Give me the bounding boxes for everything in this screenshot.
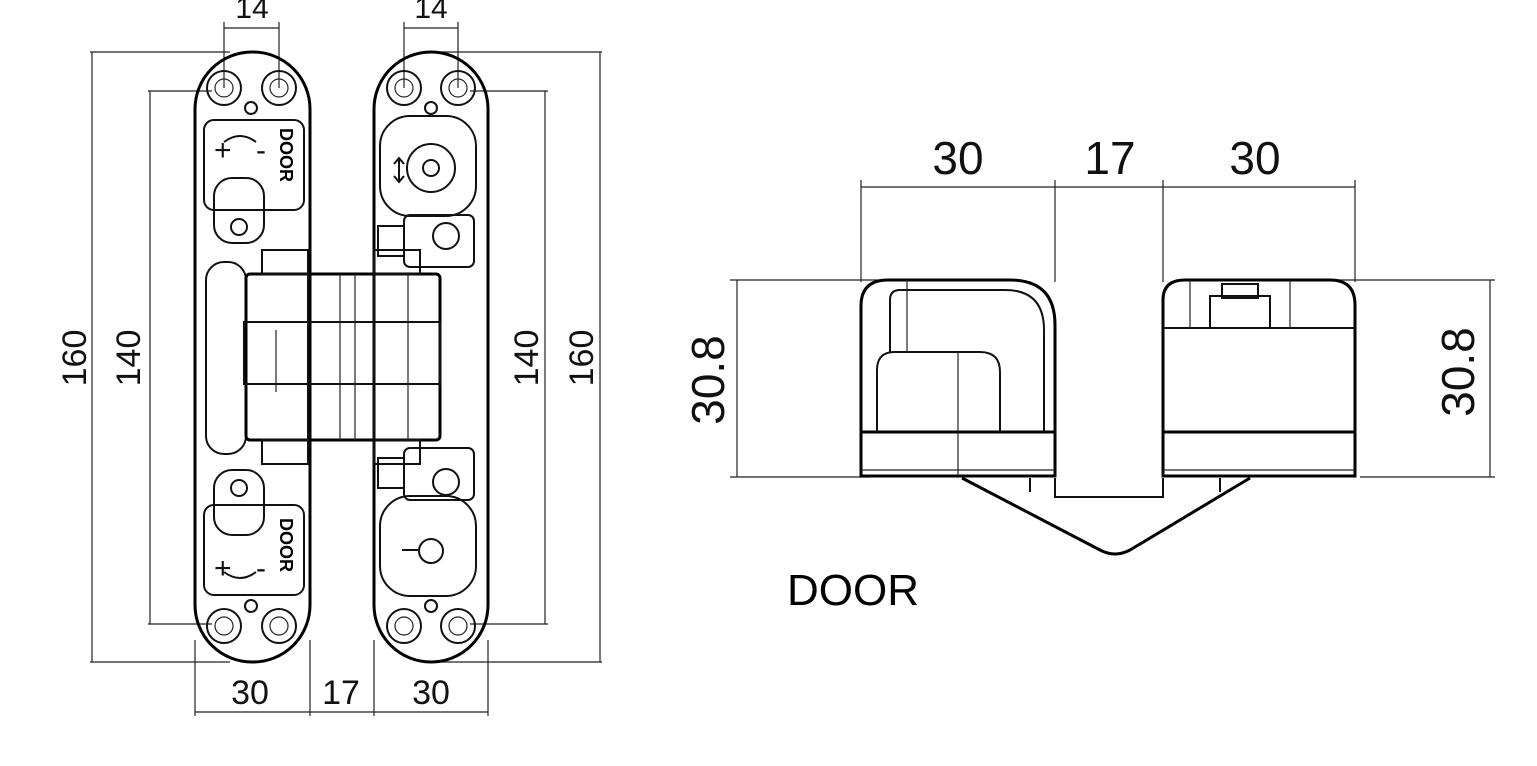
hinge-knuckle	[243, 249, 442, 465]
bottom-dimensions: 30 17 30	[194, 640, 489, 716]
left-width-label: 30	[932, 132, 983, 184]
top-view-height-dimensions: 30.8 30.8	[682, 279, 1495, 478]
bottom-left-width-label: 30	[231, 674, 269, 712]
bolt-nut	[1221, 283, 1259, 299]
top-view-width-dimensions: 30 17 30	[860, 132, 1356, 282]
minus-icon: -	[256, 552, 266, 585]
top-right-width-label: 14	[414, 0, 447, 25]
bottom-right-width-label: 30	[412, 674, 450, 712]
door-mark-bottom: DOOR	[276, 518, 296, 572]
front-view: 14 14 160 140 140 160	[56, 0, 602, 716]
top-left-width-label: 14	[235, 0, 268, 25]
minus-icon: -	[256, 134, 266, 167]
top-view: 30 17 30 30.8 30.8	[682, 132, 1495, 615]
door-mark-top: DOOR	[276, 128, 296, 182]
left-block	[859, 278, 1057, 478]
right-width-label: 30	[1229, 132, 1280, 184]
plus-icon: +	[214, 134, 232, 167]
right-hinge-plate	[372, 50, 490, 664]
right-inner-height-label: 140	[508, 330, 546, 387]
door-label: DOOR	[787, 566, 919, 615]
left-height-label: 30.8	[682, 335, 734, 425]
linkage-arm	[961, 476, 1251, 556]
top-dimensions: 14 14	[223, 0, 459, 88]
right-outer-height-label: 160	[563, 330, 601, 387]
vertical-adjust-icon	[393, 156, 405, 184]
left-inner-height-label: 140	[110, 330, 148, 387]
adjust-arrow-icon	[223, 135, 257, 143]
left-hinge-plate: + - + - DOOR DOOR	[193, 50, 312, 664]
right-height-label: 30.8	[1432, 327, 1484, 417]
height-dimensions: 160 140 140 160	[56, 51, 602, 663]
left-outer-height-label: 160	[56, 330, 94, 387]
plus-icon: +	[214, 552, 232, 585]
bolt-head	[1209, 295, 1271, 329]
adjust-arrow-icon	[223, 571, 257, 579]
gap-width-label: 17	[1084, 132, 1135, 184]
bottom-gap-width-label: 17	[322, 674, 360, 712]
right-block	[1161, 278, 1357, 478]
